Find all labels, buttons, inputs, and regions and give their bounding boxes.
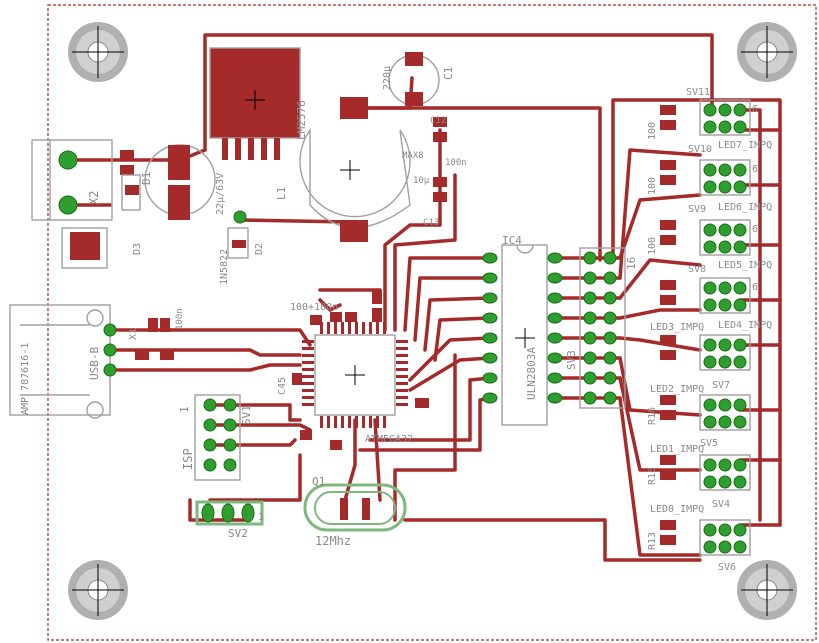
diode-d1: D1 — [140, 144, 216, 220]
svg-text:LED2_IMPQ: LED2_IMPQ — [650, 384, 704, 395]
svg-text:12Mhz: 12Mhz — [315, 534, 351, 548]
svg-text:C1: C1 — [442, 67, 455, 80]
svg-text:SV2: SV2 — [228, 527, 248, 540]
svg-text:SV6: SV6 — [718, 562, 736, 573]
svg-text:LM2576: LM2576 — [295, 100, 308, 140]
svg-text:SV3: SV3 — [565, 350, 578, 370]
svg-text:6: 6 — [752, 104, 758, 115]
svg-text:LED7_IMPQ: LED7_IMPQ — [718, 140, 772, 151]
header-sv2: SV2 1 — [195, 500, 264, 540]
terminal-x2: X2 — [31, 139, 113, 221]
svg-text:SV8: SV8 — [688, 264, 706, 275]
x2-label: X2 — [87, 191, 101, 205]
svg-text:100: 100 — [647, 177, 658, 195]
board-outline — [47, 4, 817, 641]
svg-text:6: 6 — [752, 224, 758, 235]
svg-text:LED4_IMPQ: LED4_IMPQ — [718, 320, 772, 331]
svg-text:ATMEGA32: ATMEGA32 — [365, 434, 413, 445]
driver-uln2803a: IC4 ULN2803A — [482, 234, 563, 426]
svg-text:10µ: 10µ — [413, 176, 430, 186]
svg-text:IC4: IC4 — [502, 234, 522, 247]
small-smd-left: D3 — [61, 150, 143, 269]
svg-text:D2: D2 — [254, 243, 265, 255]
svg-text:R13: R13 — [647, 532, 658, 550]
svg-text:100n: 100n — [175, 308, 185, 330]
svg-text:X1: X1 — [128, 328, 139, 340]
svg-text:LED0_IMPQ: LED0_IMPQ — [650, 504, 704, 515]
svg-text:AMP 787616-1: AMP 787616-1 — [20, 343, 31, 415]
svg-text:SV7: SV7 — [712, 380, 730, 391]
svg-text:SV10: SV10 — [688, 144, 712, 155]
svg-text:D3: D3 — [132, 243, 143, 255]
svg-text:LED6_IMPQ: LED6_IMPQ — [718, 202, 772, 213]
svg-text:16: 16 — [625, 257, 638, 270]
svg-text:D1: D1 — [140, 172, 153, 185]
svg-text:LED3_IMPQ: LED3_IMPQ — [650, 322, 704, 333]
right-labels: SV11 SV10 SV9 SV8 SV7 SV5 SV4 SV6 LED7_I… — [647, 87, 772, 573]
mcu-decoupling — [292, 290, 429, 450]
svg-text:SV5: SV5 — [700, 438, 718, 449]
svg-text:C45: C45 — [277, 377, 288, 395]
svg-text:C12: C12 — [430, 116, 446, 126]
svg-text:R15: R15 — [647, 467, 658, 485]
svg-text:USB-B: USB-B — [88, 347, 101, 380]
svg-text:ULN2803A: ULN2803A — [525, 347, 538, 400]
svg-text:SV11: SV11 — [686, 87, 710, 98]
svg-text:100+100n: 100+100n — [290, 302, 338, 313]
svg-text:100n: 100n — [445, 158, 467, 168]
svg-text:100: 100 — [647, 237, 658, 255]
svg-text:L1: L1 — [275, 187, 288, 200]
svg-text:ISP: ISP — [181, 448, 195, 470]
svg-text:1N5822: 1N5822 — [219, 249, 230, 285]
led-connectors — [699, 99, 751, 556]
header-sv3: SV3 16 — [565, 247, 638, 409]
svg-text:220µ: 220µ — [382, 66, 393, 90]
mcu-atmega32: ATMEGA32 100+100n C45 — [277, 302, 413, 445]
svg-text:6: 6 — [752, 164, 758, 175]
svg-text:MAX8: MAX8 — [402, 151, 424, 161]
svg-text:SV9: SV9 — [688, 204, 706, 215]
inductor-l1: L1 — [275, 97, 411, 242]
svg-text:1: 1 — [178, 406, 191, 413]
svg-text:R16: R16 — [647, 407, 658, 425]
regulator-lm2576: LM2576 — [209, 47, 308, 160]
svg-text:SV1: SV1 — [240, 405, 253, 425]
diode-d2: D2 1N5822 22µ/63V — [215, 173, 265, 285]
mounting-holes — [68, 22, 797, 620]
svg-text:1: 1 — [258, 512, 264, 523]
svg-text:C13: C13 — [423, 218, 439, 228]
capacitor-c1: C1 220µ — [382, 52, 455, 106]
usb-connector: AMP 787616-1 USB-B — [9, 304, 117, 419]
svg-text:LED1_IMPQ: LED1_IMPQ — [650, 444, 704, 455]
svg-text:Q1: Q1 — [312, 475, 325, 488]
svg-text:100: 100 — [647, 122, 658, 140]
small-parts-x1: X1 100n — [128, 308, 185, 360]
svg-text:6: 6 — [752, 282, 758, 293]
svg-text:22µ/63V: 22µ/63V — [215, 173, 226, 215]
caps-c12-c13: C12 MAX8 100n C13 10µ — [402, 116, 467, 228]
svg-text:LED5_IMPQ: LED5_IMPQ — [718, 260, 772, 271]
crystal-12mhz: Q1 12Mhz — [303, 475, 407, 548]
led-resistors — [660, 105, 676, 545]
header-isp: ISP 1 SV1 — [178, 394, 253, 481]
svg-text:SV4: SV4 — [712, 499, 730, 510]
